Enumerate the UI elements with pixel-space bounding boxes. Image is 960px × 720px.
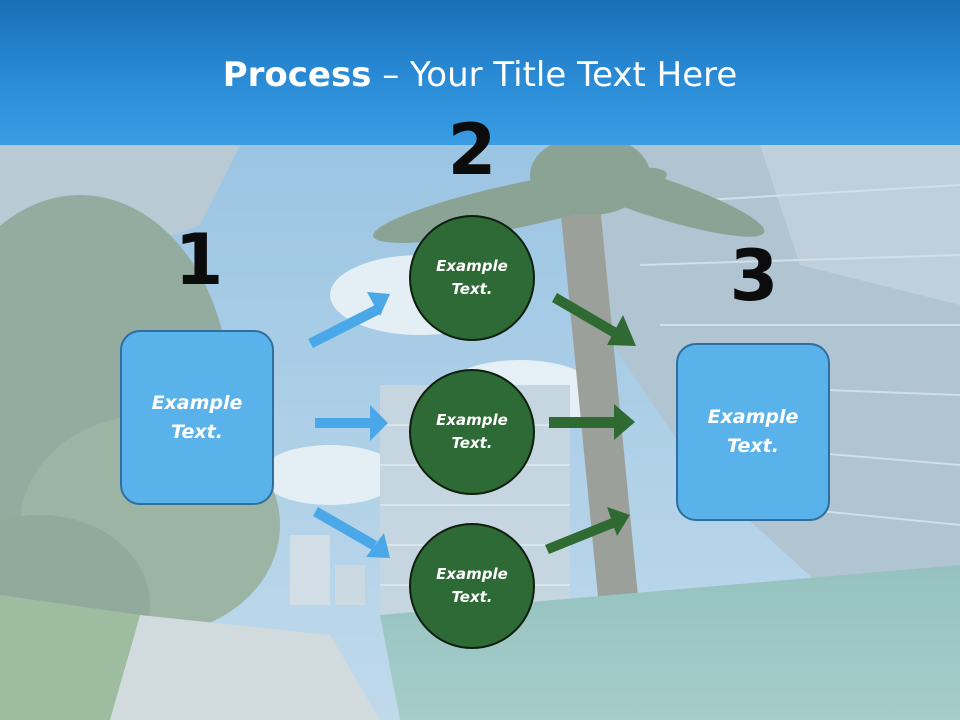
slide-title: Process – Your Title Text Here: [0, 52, 960, 98]
step-number-1: 1: [174, 219, 224, 301]
process-circle-text: Example Text.: [436, 257, 508, 298]
output-box-text: Example Text.: [707, 406, 799, 457]
output-arrow-down-icon: [552, 293, 636, 346]
process-circle-2: Example Text.: [409, 369, 535, 495]
title-bold-part: Process: [222, 55, 372, 95]
process-circle-text: Example Text.: [436, 565, 508, 606]
output-box: Example Text.: [676, 343, 830, 521]
process-circle-1: Example Text.: [409, 215, 535, 341]
title-rest-part: – Your Title Text Here: [371, 55, 738, 95]
title-bar: Process – Your Title Text Here: [0, 0, 960, 145]
process-circle-text: Example Text.: [436, 411, 508, 452]
input-box: Example Text.: [120, 330, 274, 505]
output-arrow-up-icon: [545, 507, 630, 554]
input-box-text: Example Text.: [151, 391, 243, 443]
input-arrow-right-icon: [315, 405, 388, 441]
step-number-3: 3: [729, 235, 779, 317]
output-arrow-right-icon: [549, 404, 635, 440]
step-number-2: 2: [447, 109, 497, 191]
input-arrow-up-icon: [308, 292, 390, 348]
process-circle-3: Example Text.: [409, 523, 535, 649]
input-arrow-down-icon: [313, 507, 390, 558]
